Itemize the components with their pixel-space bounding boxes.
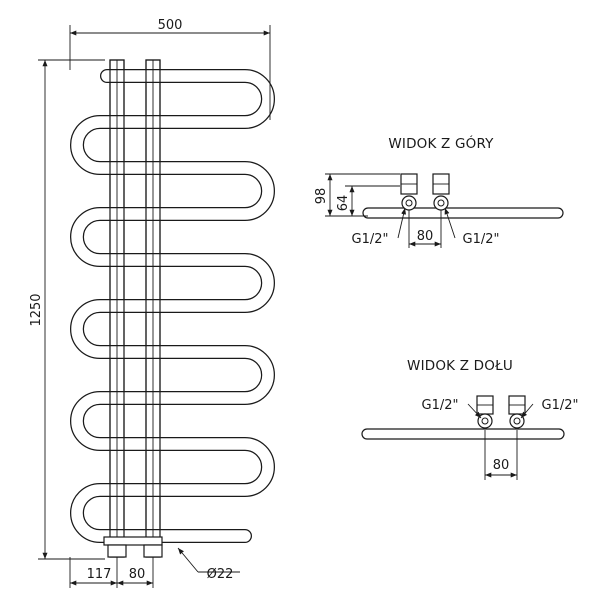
bottom-spacing-label: 80 <box>493 458 510 473</box>
top-thread-callouts: G1/2" G1/2" <box>352 207 500 247</box>
bottom-valve-right <box>508 395 526 429</box>
height-label: 1250 <box>29 293 44 326</box>
bottom-thread-right: G1/2" <box>542 398 579 413</box>
top-valve-left <box>400 173 418 211</box>
axis-label: 64 <box>336 195 351 212</box>
width-dimension: 500 <box>69 18 271 120</box>
top-rail <box>362 207 564 219</box>
bottom-thread-left: G1/2" <box>422 398 459 413</box>
top-spacing-dimension: 80 <box>408 210 442 248</box>
serpentine-pipe <box>70 69 275 543</box>
front-view: 500 1250 117 80 Ø22 <box>29 18 275 588</box>
diameter-callout: Ø22 <box>177 547 240 582</box>
top-valve-right <box>432 173 450 211</box>
bottom-rail <box>361 428 565 440</box>
bottom-spacing-dimension: 80 <box>484 430 518 480</box>
spacing-label: 80 <box>129 567 146 582</box>
top-thread-right: G1/2" <box>463 232 500 247</box>
diameter-label: Ø22 <box>207 567 234 582</box>
offset-label: 117 <box>87 567 112 582</box>
bottom-thread-callouts: G1/2" G1/2" <box>422 398 579 419</box>
bottom-valve-left <box>476 395 494 429</box>
bottom-connectors <box>103 536 163 558</box>
top-view-title: WIDOK Z GÓRY <box>388 134 494 152</box>
width-label: 500 <box>158 18 183 33</box>
top-thread-left: G1/2" <box>352 232 389 247</box>
bottom-view-title: WIDOK Z DOŁU <box>407 358 513 374</box>
depth-label: 98 <box>314 188 329 205</box>
top-spacing-label: 80 <box>417 229 434 244</box>
depth-dimensions: 98 64 <box>314 173 400 217</box>
top-view: WIDOK Z GÓRY 98 64 <box>314 134 564 248</box>
height-dimension: 1250 <box>29 59 105 560</box>
bottom-view: WIDOK Z DOŁU G1/2" G1/2" <box>361 358 579 480</box>
bottom-dimensions: 117 80 <box>69 557 154 588</box>
